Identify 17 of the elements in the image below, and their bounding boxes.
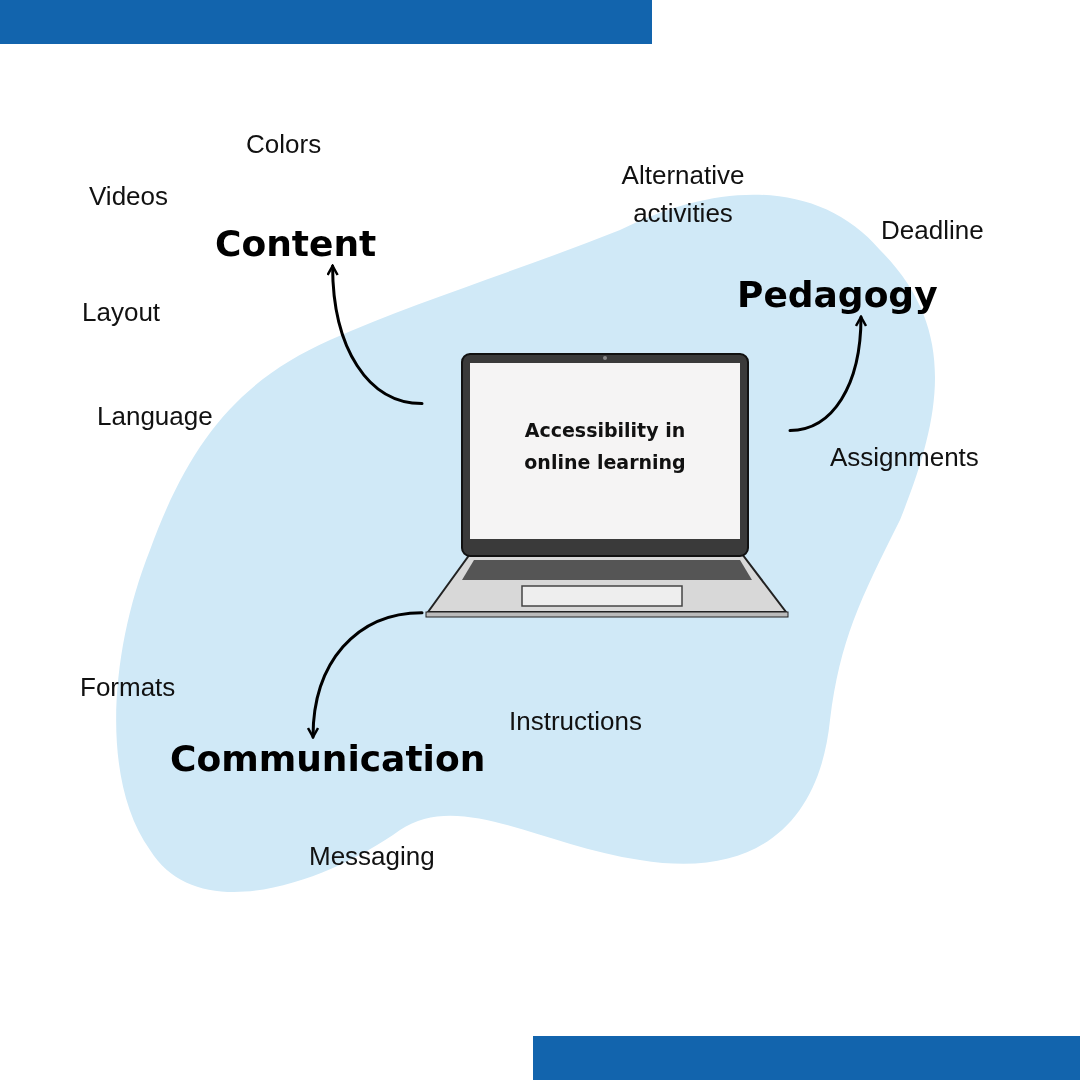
topic-label: Layout bbox=[82, 296, 161, 328]
topic-label: Deadline bbox=[881, 214, 984, 246]
topic-label: Messaging bbox=[309, 840, 435, 872]
category-heading: Content bbox=[215, 222, 383, 266]
topic-label: Assignments bbox=[830, 441, 979, 473]
category-heading: Pedagogy bbox=[737, 273, 937, 317]
topic-label: Alternative activities bbox=[620, 159, 746, 230]
screen-text: Accessibility in online learning bbox=[523, 418, 687, 475]
topic-label: Colors bbox=[246, 128, 322, 160]
curved-arrow bbox=[788, 315, 867, 432]
curved-arrow bbox=[326, 264, 424, 406]
topic-label: Formats bbox=[80, 671, 176, 703]
curved-arrow bbox=[307, 611, 424, 739]
category-heading: Communication bbox=[170, 737, 495, 781]
topic-label: Language bbox=[97, 400, 213, 432]
topic-label: Instructions bbox=[509, 705, 642, 737]
topic-label: Videos bbox=[89, 180, 169, 212]
